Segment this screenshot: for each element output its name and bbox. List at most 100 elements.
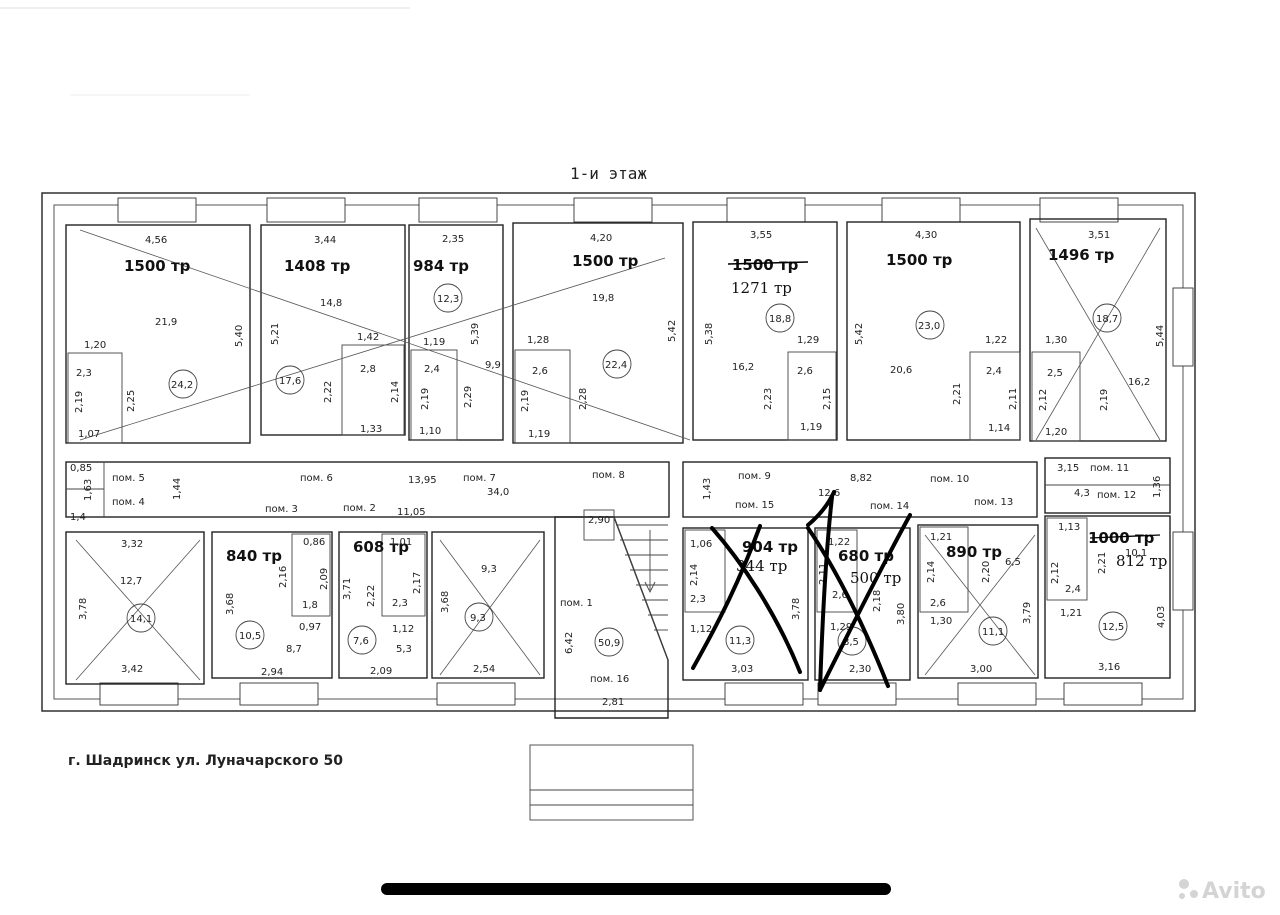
window — [266, 197, 346, 223]
dimension-label: 3,71 — [342, 578, 353, 600]
dimension-label: 0,97 — [299, 622, 321, 633]
closet-area: 2,3 — [76, 368, 92, 379]
dimension-label: 2,14 — [689, 564, 700, 586]
dimension-label: 1,30 — [930, 616, 952, 627]
room-area-label: 16,2 — [1128, 377, 1150, 388]
closet — [291, 533, 331, 617]
area-circle — [1092, 303, 1122, 333]
dimension-label: 2,94 — [261, 667, 283, 678]
stair-hall — [554, 516, 669, 719]
price-label: 1500 тр — [732, 256, 799, 274]
dimension-label: 2,19 — [1099, 389, 1110, 411]
dimension-label: 3,78 — [78, 598, 89, 620]
dimension-label: 2,19 — [74, 391, 85, 413]
dimension-label: 1,19 — [528, 429, 550, 440]
dimension-label: 4,56 — [145, 235, 167, 246]
room-label: пом. 15 — [735, 500, 774, 511]
room-label: пом. 16 — [590, 674, 629, 685]
dimension-label: 1,29 — [830, 622, 852, 633]
dimension-label: 2,28 — [578, 388, 589, 410]
strike-line — [1035, 227, 1161, 441]
closet — [381, 533, 426, 617]
dimension-label: 1,43 — [702, 478, 713, 500]
hand-strike — [806, 526, 890, 688]
closet — [816, 529, 858, 613]
dimension-label: 3,32 — [121, 539, 143, 550]
dimension-label: 3,44 — [314, 235, 336, 246]
strike-line — [75, 539, 201, 681]
area-circle — [168, 369, 198, 399]
hand-strike — [818, 495, 834, 692]
room-label: пом. 7 — [463, 473, 496, 484]
closet-area: 2,5 — [1047, 368, 1063, 379]
price-label: 904 тр — [742, 538, 798, 556]
dimension-label: 2,22 — [323, 381, 334, 403]
area-circle — [602, 349, 632, 379]
area-value: 50,9 — [598, 638, 620, 649]
window — [1063, 682, 1143, 706]
dimension-label: 1,20 — [1045, 427, 1067, 438]
window — [957, 682, 1037, 706]
dimension-label: 1,29 — [797, 335, 819, 346]
dimension-label: 6,42 — [564, 632, 575, 654]
dimension-label: 2,14 — [926, 561, 937, 583]
window — [418, 197, 498, 223]
window — [881, 197, 961, 223]
room-bottom-5 — [682, 527, 809, 681]
dimension-label: 1,30 — [1045, 335, 1067, 346]
dimension-label: 0,86 — [303, 537, 325, 548]
dimension-label: 4,20 — [590, 233, 612, 244]
dimension-label: 2,18 — [872, 590, 883, 612]
window — [1039, 197, 1119, 223]
room-area-label: 8,7 — [286, 644, 302, 655]
dimension-label: 2,12 — [1038, 389, 1049, 411]
strike-line — [439, 539, 541, 676]
windows-top — [117, 197, 1119, 223]
room-area-label: 12,7 — [120, 576, 142, 587]
area-value: 9,3 — [470, 613, 486, 624]
area-value: 24,2 — [171, 380, 193, 391]
dimension-label: 1,01 — [390, 537, 412, 548]
price-label: 680 тр — [838, 547, 894, 565]
price-strikethrough — [1089, 534, 1161, 539]
dimension-label: 2,19 — [520, 390, 531, 412]
area-value: 18,7 — [1096, 314, 1118, 325]
area-value: 18,8 — [769, 314, 791, 325]
dimension-label: 1,12 — [690, 624, 712, 635]
strike-line — [79, 229, 691, 441]
price-strikethrough — [727, 261, 809, 265]
stair-landing — [583, 509, 615, 541]
closet — [787, 351, 837, 441]
area-value: 10,5 — [239, 631, 261, 642]
dimension-label: 1,10 — [419, 426, 441, 437]
room-bottom-6 — [814, 527, 911, 681]
dimension-label: 2,21 — [952, 383, 963, 405]
area-value: 17,6 — [279, 376, 301, 387]
staircase — [613, 516, 669, 661]
room-area-label: 14,8 — [320, 298, 342, 309]
dimension-label: 2,17 — [412, 572, 423, 594]
area-value: 22,4 — [605, 360, 627, 371]
area-value: 12,3 — [437, 294, 459, 305]
dimension-label: 1,20 — [84, 340, 106, 351]
window — [99, 682, 179, 706]
dimension-label: 4,03 — [1156, 606, 1167, 628]
room-bottom-1 — [65, 531, 205, 685]
room-label: пом. 13 — [974, 497, 1013, 508]
dimension-label: 0,85 — [70, 463, 92, 474]
closet-area: 2,3 — [690, 594, 706, 605]
room-area-label: 21,9 — [155, 317, 177, 328]
closet-area: 2,4 — [986, 366, 1002, 377]
area-value: 8,5 — [843, 637, 859, 648]
area-circle — [464, 602, 494, 632]
dimension-label: 3,00 — [970, 664, 992, 675]
closet — [1046, 517, 1088, 601]
dimension-label: 1,22 — [828, 537, 850, 548]
dimension-label: 3,78 — [791, 598, 802, 620]
dimension-label: 2,09 — [319, 568, 330, 590]
window — [817, 682, 897, 706]
dimension-label: 3,68 — [440, 591, 451, 613]
home-indicator[interactable] — [381, 883, 891, 895]
windows-bottom — [99, 682, 1143, 706]
building-outer-wall — [41, 192, 1196, 712]
